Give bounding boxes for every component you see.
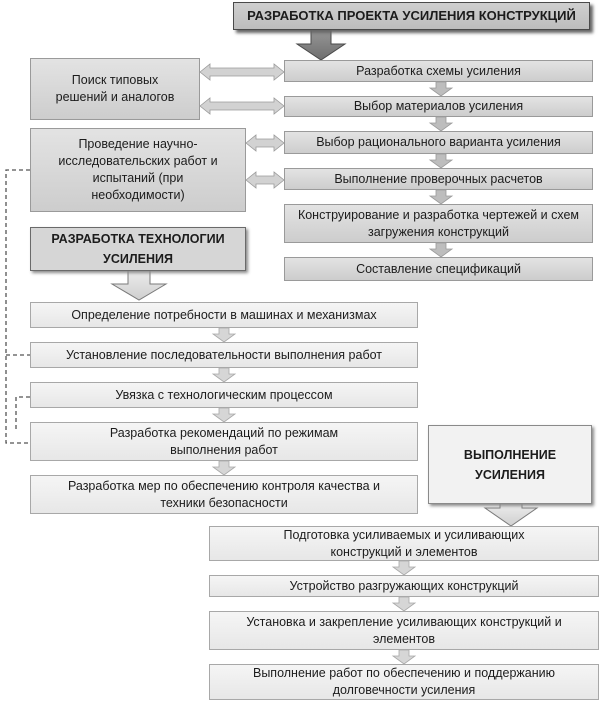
- technology-step-process: Увязка с технологическим процессом: [30, 382, 418, 408]
- typical-solutions-box: Поиск типовых решений и аналогов: [30, 58, 200, 120]
- technology-step-arrows: [211, 327, 237, 476]
- research-box: Проведение научно-исследовательских рабо…: [30, 128, 246, 212]
- design-step-materials: Выбор материалов усиления: [284, 96, 593, 117]
- design-step-variant: Выбор рационального варианта усиления: [284, 131, 593, 154]
- header-technology: РАЗРАБОТКА ТЕХНОЛОГИИ УСИЛЕНИЯ: [30, 227, 246, 271]
- execution-step-arrows: [391, 560, 417, 665]
- dashed-connectors: [5, 169, 30, 444]
- header-arrow-technology: [110, 267, 168, 301]
- execution-step-installation: Установка и закрепление усиливающих конс…: [209, 611, 599, 650]
- technology-step-sequence: Установление последовательности выполнен…: [30, 342, 418, 368]
- execution-step-preparation: Подготовка усиливаемых и усиливающих кон…: [209, 526, 599, 561]
- technology-step-quality-safety: Разработка мер по обеспечению контроля к…: [30, 475, 418, 514]
- header-design-project: РАЗРАБОТКА ПРОЕКТА УСИЛЕНИЯ КОНСТРУКЦИЙ: [233, 2, 590, 30]
- technology-step-machines: Определение потребности в машинах и меха…: [30, 302, 418, 328]
- design-step-scheme: Разработка схемы усиления: [284, 60, 593, 82]
- design-step-arrows: [428, 81, 454, 258]
- design-step-calculations: Выполнение проверочных расчетов: [284, 168, 593, 190]
- design-step-drawings: Конструирование и разработка чертежей и …: [284, 204, 593, 243]
- header-execution: ВЫПОЛНЕНИЕ УСИЛЕНИЯ: [428, 425, 592, 504]
- double-arrows: [199, 63, 285, 189]
- execution-step-unloading: Устройство разгружающих конструкций: [209, 575, 599, 597]
- technology-step-recommendations: Разработка рекомендаций по режимам выпол…: [30, 422, 418, 461]
- design-step-specifications: Составление спецификаций: [284, 257, 593, 281]
- header-arrow-design: [295, 27, 347, 61]
- execution-step-durability: Выполнение работ по обеспечению и поддер…: [209, 664, 599, 700]
- header-arrow-execution: [483, 501, 539, 527]
